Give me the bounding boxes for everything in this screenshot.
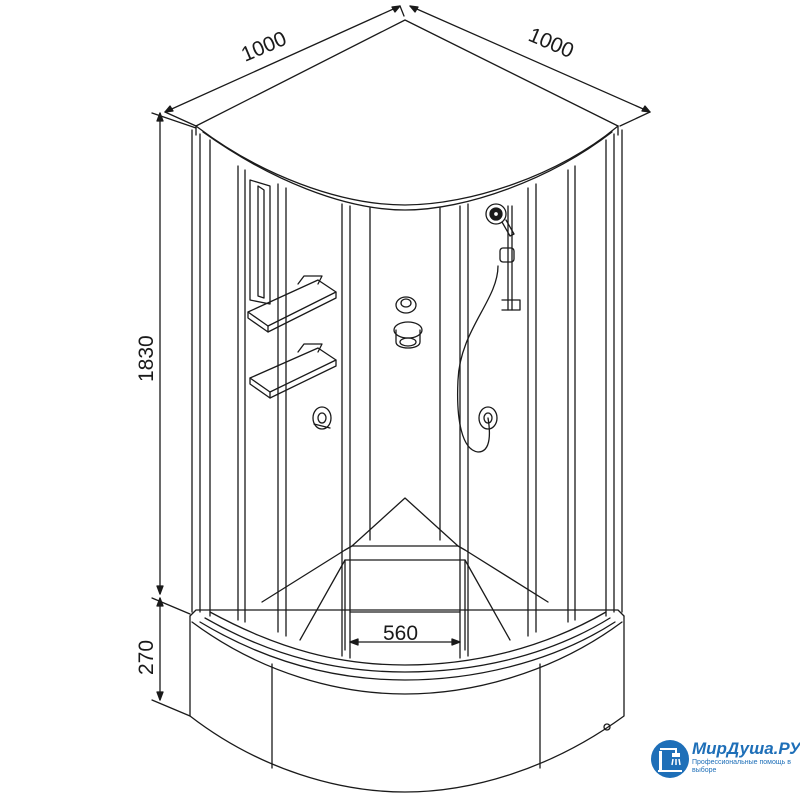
cabin-roof [195,19,619,211]
bottom-rail [199,611,616,681]
dimension-tray-inner [349,638,461,646]
tray-floor [261,497,549,651]
shower-head-icon [485,203,515,237]
shelf-lower [249,343,337,399]
sliding-doors [237,165,576,659]
tray-apron [189,609,625,793]
side-knob-right [478,406,498,430]
dim-label-height-cabin: 1830 [135,335,158,382]
left-post [191,129,211,617]
side-knob-left [312,406,332,430]
dimension-height-cabin [151,112,197,595]
brand-logo: МирДуша.РУ Профессиональные помощь в выб… [650,737,800,785]
shelf-upper [247,275,337,333]
dimension-top-left [164,5,405,127]
brand-name: МирДуша.РУ [692,739,800,758]
dim-label-width-right: 1000 [525,23,577,62]
dimension-height-tray [151,597,191,717]
dimension-top-right [409,5,651,127]
back-panel [249,179,271,305]
shower-hose [456,265,499,453]
dim-label-width-left: 1000 [238,27,290,66]
dim-label-tray-inner: 560 [383,622,418,645]
control-knob-top [395,296,417,314]
dim-label-height-tray: 270 [135,640,158,675]
brand-tagline: Профессиональные помощь в выборе [692,759,791,774]
right-post [605,129,623,617]
mixer-tap [393,321,423,349]
shower-rail [499,205,521,311]
shower-logo-icon [651,740,689,778]
